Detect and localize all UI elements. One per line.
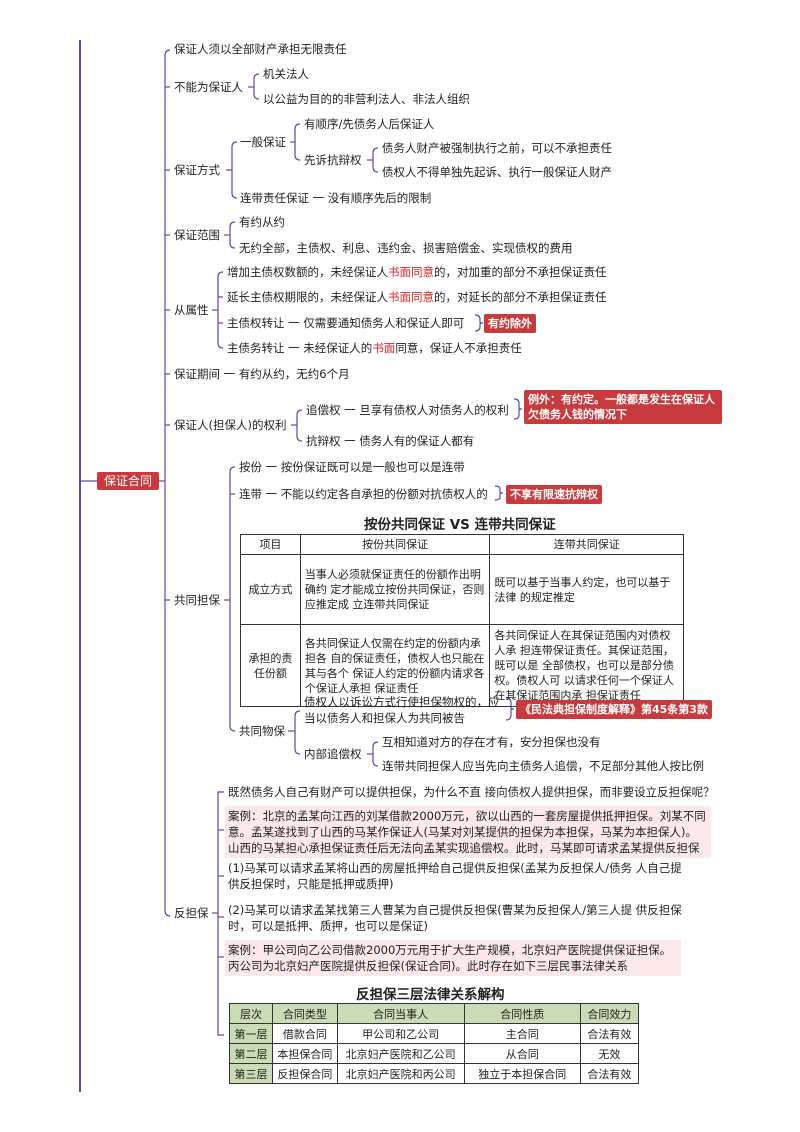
node-guarantor-rights: 保证人(担保人)的权利 — [174, 418, 287, 432]
cell: 北京妇产医院和丙公司 — [336, 1063, 465, 1084]
table2-title: 反担保三层法律关系解构 — [356, 987, 505, 1003]
tag-agreement-exception: 有约除外 — [484, 314, 536, 333]
cell: 北京妇产医院和乙公司 — [336, 1043, 465, 1064]
row-formation-label: 成立方式 — [240, 554, 301, 625]
counter-guarantee-table: 层次 合同类型 合同当事人 合同性质 合同效力 第一层 借款合同 甲公司和乙公司… — [228, 1003, 640, 1084]
cell: 反担保合同 — [272, 1063, 338, 1084]
cell: 合法有效 — [579, 1063, 640, 1084]
header-contract-type: 合同类型 — [272, 1003, 338, 1024]
cell: 本担保合同 — [272, 1043, 338, 1064]
node-counter-1: (1)马某可以请求孟某将山西的房屋抵押给自己提供反担保(孟某为反担保人/债务 人… — [228, 861, 682, 891]
cell: 第一层 — [228, 1023, 274, 1044]
cell: 无效 — [579, 1043, 640, 1064]
node-joint-liability: 连带责任保证 一 没有顺序先后的限制 — [240, 191, 432, 205]
cell: 借款合同 — [272, 1023, 338, 1044]
row-liability-share: 各共同保证人仅需在约定的份额内承担各 自的保证责任，债权人也只能在其与各个 保证… — [299, 624, 491, 707]
node-order: 有顺序/先债务人后保证人 — [304, 117, 435, 131]
node-joint: 连带 一 不能以约定各自承担的份额对抗债权人的 — [239, 487, 488, 501]
node-by-share: 按份 一 按份保证既可以是一般也可以是连带 — [239, 460, 465, 474]
row-formation-share: 当事人必须就保证责任的份额作出明确约 定才能成立按份共同保证，否则应推定成 立连… — [299, 554, 491, 625]
node-cannot-be-guarantor: 不能为保证人 — [174, 80, 243, 94]
node-defense-right: 先诉抗辩权 — [304, 153, 362, 167]
node-scope-agreed: 有约从约 — [239, 215, 285, 229]
header-effect: 合同效力 — [579, 1003, 640, 1024]
comparison-table: 项目 按份共同保证 连带共同保证 成立方式 当事人必须就保证责任的份额作出明确约… — [240, 534, 684, 707]
case-1: 案例：北京的孟某向江西的刘某借款2000万元，欲以山西的一套房屋提供抵押担保。刘… — [225, 806, 711, 858]
table-row: 第三层 反担保合同 北京妇产医院和丙公司 独立于本担保合同 合法有效 — [228, 1063, 640, 1084]
node-guarantee-period: 保证期间 一 有约从约，无约6个月 — [174, 367, 350, 381]
table-row: 第一层 借款合同 甲公司和乙公司 主合同 合法有效 — [228, 1023, 640, 1044]
table-row: 第二层 本担保合同 北京妇产医院和乙公司 从合同 无效 — [228, 1043, 640, 1064]
node-accessory: 从属性 — [174, 303, 209, 317]
node-unlimited-liability: 保证人须以全部财产承担无限责任 — [174, 42, 347, 56]
header-parties: 合同当事人 — [336, 1003, 465, 1024]
node-internal-b: 连带共同担保人应当先向主债务人追偿，不足部分其他人按比例 — [382, 759, 704, 773]
node-debt-transfer: 主债务转让 一 未经保证人的书面同意，保证人不承担责任 — [227, 341, 522, 355]
cell: 从合同 — [463, 1043, 581, 1064]
row-liability-label: 承担的责任份额 — [240, 624, 301, 707]
cell: 主合同 — [463, 1023, 581, 1044]
node-defense-a: 债务人财产被强制执行之前，可以不承担责任 — [382, 141, 612, 155]
node-recourse: 追偿权 一 旦享有债权人对债务人的权利 — [306, 403, 509, 417]
tag-law-reference: 《民法典担保制度解释》第45条第3款 — [516, 700, 712, 719]
node-extend-term: 延长主债权期限的，未经保证人书面同意的，对延长的部分不承担保证责任 — [227, 290, 607, 304]
cell: 独立于本担保合同 — [463, 1063, 581, 1084]
root-node[interactable]: 保证合同 — [97, 472, 159, 490]
node-state-organ: 机关法人 — [263, 67, 309, 81]
header-item: 项目 — [240, 534, 301, 555]
node-guarantee-method: 保证方式 — [174, 163, 220, 177]
header-by-share: 按份共同保证 — [299, 534, 491, 555]
header-nature: 合同性质 — [463, 1003, 581, 1024]
row-liability-joint: 各共同保证人在其保证范围内对债权人承 担连带保证责任。其保证范围，既可以是 全部… — [489, 624, 684, 707]
node-internal-a: 互相知道对方的存在才有，安分担保也没有 — [382, 735, 601, 749]
cell: 第二层 — [228, 1043, 274, 1064]
node-guarantee-scope: 保证范围 — [174, 228, 220, 242]
node-internal-recourse: 内部追偿权 — [304, 747, 362, 761]
node-increase-amount: 增加主债权数额的，未经保证人书面同意的，对加重的部分不承担保证责任 — [227, 265, 607, 279]
node-scope-all: 无约全部，主债权、利息、违约金、损害赔偿金、实现债权的费用 — [239, 241, 573, 255]
node-general-guarantee: 一般保证 — [240, 135, 286, 149]
table1-title: 按份共同保证 VS 连带共同保证 — [364, 517, 556, 533]
tag-no-defense: 不享有限速抗辩权 — [506, 485, 602, 504]
node-co-property: 共同物保 — [239, 724, 285, 738]
cell: 甲公司和乙公司 — [336, 1023, 465, 1044]
header-joint: 连带共同保证 — [489, 534, 684, 555]
cell: 合法有效 — [579, 1023, 640, 1044]
node-defense-b: 债权人不得单独先起诉、执行一般保证人财产 — [382, 165, 612, 179]
node-claim-transfer: 主债权转让 一 仅需要通知债务人和保证人即可 — [227, 316, 465, 330]
node-co-property-lawsuit: 债权人以诉讼方式行使担保物权的，应当以债务人和担保人为共同被告 — [304, 695, 500, 725]
row-formation-joint: 既可以基于当事人约定，也可以基于法律 的规定推定 — [489, 554, 684, 625]
node-why-counter: 既然债务人自己有财产可以提供担保，为什么不直 接向债权人提供担保，而非要设立反担… — [228, 785, 715, 799]
tag-exception: 例外：有约定。一般都是发生在保证人欠债务人钱的情况下 — [524, 390, 722, 424]
cell: 第三层 — [228, 1063, 274, 1084]
node-co-guarantee: 共同担保 — [174, 593, 220, 607]
node-counter-2: (2)马某可以请求孟某找第三人曹某为自己提供反担保(曹某为反担保人/第三人提 供… — [228, 903, 682, 933]
node-counter-guarantee: 反担保 — [174, 906, 209, 920]
case-2: 案例：甲公司向乙公司借款2000万元用于扩大生产规模，北京妇产医院提供保证担保。… — [225, 940, 681, 976]
node-nonprofit: 以公益为目的的非营利法人、非法人组织 — [263, 92, 470, 106]
header-level: 层次 — [228, 1003, 274, 1024]
node-defense: 抗辩权 一 债务人有的保证人都有 — [306, 434, 475, 448]
